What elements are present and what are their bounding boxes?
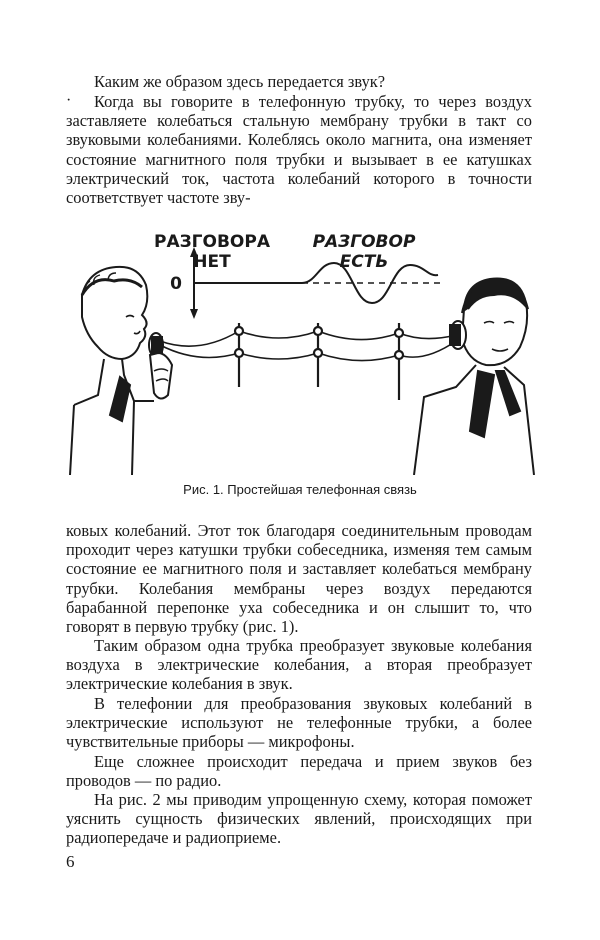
oscillation-diagram <box>190 247 444 319</box>
label-talk-line2: ЕСТЬ <box>340 252 389 272</box>
left-boy-illustration <box>69 265 174 475</box>
telephone-wires <box>159 330 457 362</box>
wave-line <box>301 261 439 305</box>
paragraph-radio: Еще сложнее происходит передача и прием … <box>66 752 532 791</box>
paragraph-explanation-start: Когда вы говорите в телефонную трубку, т… <box>66 92 532 208</box>
axis-arrow-up <box>190 247 198 257</box>
axis-zero-label: 0 <box>170 274 182 294</box>
telephone-poles <box>233 323 405 400</box>
margin-mark: · <box>66 92 72 109</box>
right-boy-illustration <box>413 277 535 475</box>
figure-telephone-illustration: РАЗГОВОРА НЕТ РАЗГОВОР ЕСТЬ 0 <box>69 232 535 475</box>
paragraph-question: Каким же образом здесь передается звук? <box>94 72 386 91</box>
figure-caption: Рис. 1. Простейшая телефонная связь <box>183 482 417 497</box>
label-no-talk-line1: РАЗГОВОРА <box>154 232 271 252</box>
label-talk-line1: РАЗГОВОР <box>313 232 416 252</box>
paragraph-figure-2: На рис. 2 мы приводим упрощенную схему, … <box>66 790 532 848</box>
axis-arrow-down <box>190 309 198 319</box>
paragraph-explanation-continued: ковых колебаний. Этот ток благодаря соед… <box>66 521 532 637</box>
page-number: 6 <box>66 852 75 871</box>
paragraph-conversion: Таким образом одна трубка преобразует зв… <box>66 636 532 694</box>
label-no-talk-line2: НЕТ <box>193 252 231 272</box>
paragraph-microphones: В телефонии для преобразования звуковых … <box>66 694 532 752</box>
